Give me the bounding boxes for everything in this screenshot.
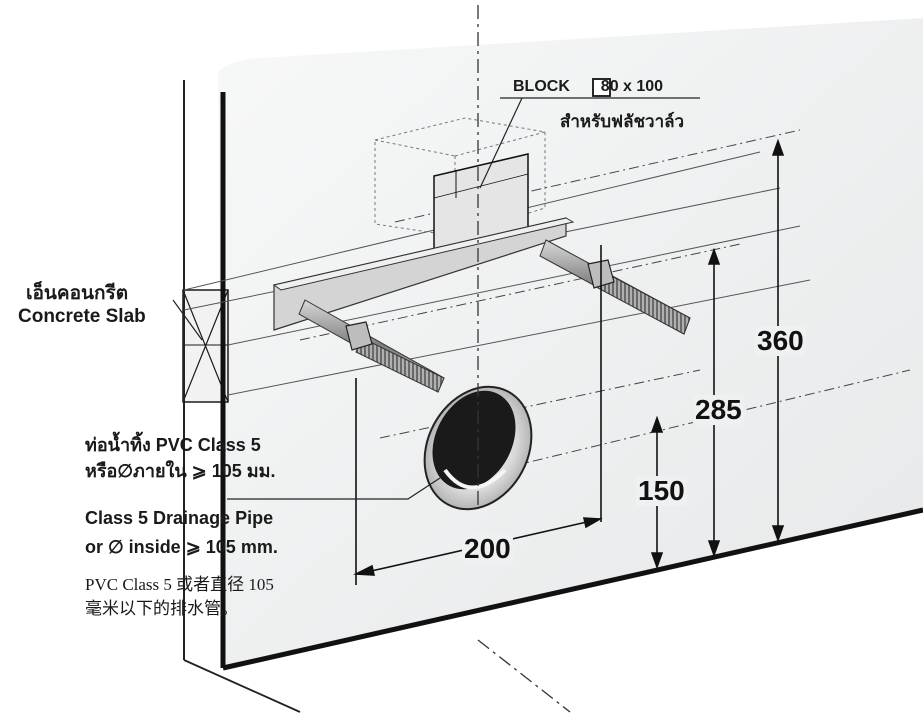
dim-height-360: 360 [755,325,806,356]
block-label-thai: สำหรับฟลัชวาล์ว [560,112,685,131]
dim-height-150: 150 [636,475,687,506]
pipe-label-thai-1: ท่อน้ำทิ้ง PVC Class 5 [85,435,261,455]
pipe-label-zh-1: PVC Class 5 或者直径 105 [85,575,274,594]
left-threaded-rod [298,299,445,393]
pipe-label-en-1: Class 5 Drainage Pipe [85,508,274,528]
dim-height-285: 285 [693,394,744,425]
pipe-label-en-2: or ∅ inside ⩾ 105 mm. [85,537,278,557]
pipe-label-zh-2: 毫米以下的排水管。 [85,599,238,618]
block-square-symbol [592,78,611,97]
block-dims: 80 x 100 [600,78,664,95]
wall-panel [218,18,923,668]
pipe-label-thai-2: หรือ∅ภายใน ⩾ 105 มม. [85,461,276,481]
block-label: BLOCK 80 x 100 [513,78,663,96]
slab-label-en: Concrete Slab [18,306,146,327]
block-label-text: BLOCK [513,78,570,95]
slab-label-thai: เอ็นคอนกรีต [26,283,129,304]
dim-width-200: 200 [462,533,513,564]
